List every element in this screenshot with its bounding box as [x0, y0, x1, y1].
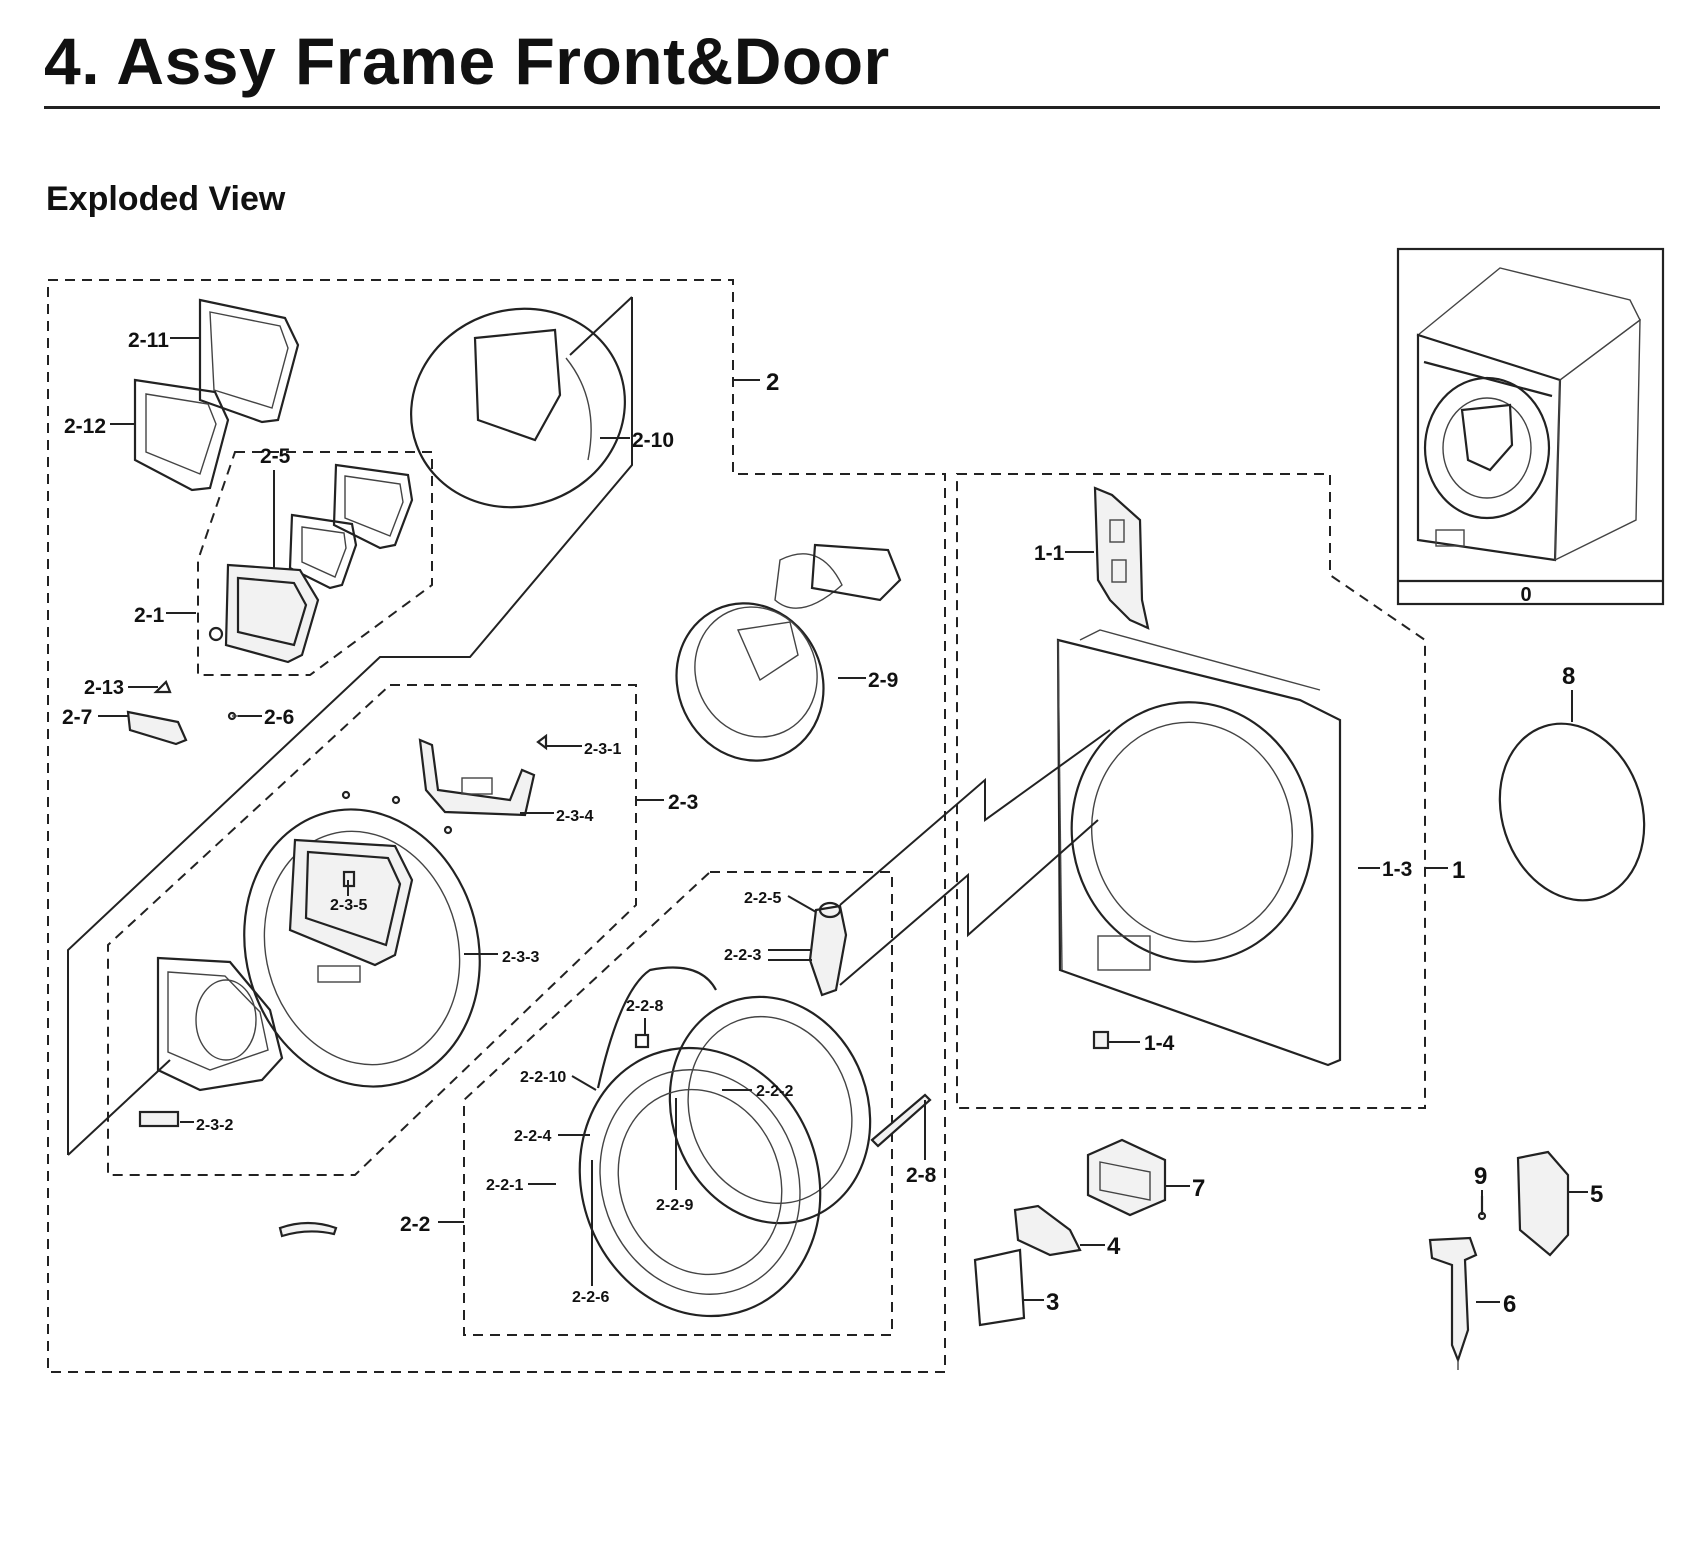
label-2-2-10: 2-2-10 — [520, 1069, 566, 1086]
part-2-3-3-door-inner — [243, 808, 481, 1088]
label-2-3-4: 2-3-4 — [556, 808, 593, 825]
label-2-2-5: 2-2-5 — [744, 890, 781, 907]
part-9-screw — [1477, 1196, 1487, 1221]
inset-caption: 0 — [1520, 584, 1531, 606]
part-2-3-2-door-liner — [138, 956, 284, 1128]
part-2-2-door-frame — [578, 995, 872, 1318]
part-2-5-seals — [288, 463, 414, 590]
part-2-12-glass-trim — [133, 378, 230, 492]
label-2-9: 2-9 — [868, 669, 898, 692]
label-2-2-8: 2-2-8 — [626, 998, 663, 1015]
title-underline — [44, 106, 1660, 109]
product-inset: 0 — [1396, 247, 1665, 606]
section-subtitle: Exploded View — [46, 180, 286, 218]
part-1-4-clip — [1092, 1030, 1110, 1050]
part-2-3-4-bracket — [418, 738, 536, 817]
group-2-boundary — [47, 279, 946, 1373]
hinge-guide-lower — [839, 819, 1099, 986]
part-5-housing — [1516, 1150, 1570, 1257]
label-2-2: 2-2 — [400, 1213, 430, 1236]
label-2-1: 2-1 — [134, 604, 165, 627]
label-6: 6 — [1503, 1291, 1516, 1318]
group-2-2-boundary — [463, 871, 893, 1336]
part-2-1-inner-frame — [208, 563, 320, 664]
label-2-2-4: 2-2-4 — [514, 1128, 551, 1145]
group-1-boundary — [956, 473, 1426, 1109]
label-4: 4 — [1107, 1233, 1121, 1260]
part-2-2-8-wire — [596, 966, 717, 1089]
label-1-1: 1-1 — [1034, 542, 1065, 565]
label-2-2-6: 2-2-6 — [572, 1289, 609, 1306]
part-8-gasket — [1498, 722, 1646, 902]
label-2-2-3: 2-2-3 — [724, 947, 761, 964]
screw-dot-a — [341, 790, 351, 800]
part-3-cover — [973, 1248, 1026, 1327]
part-2-8-rod — [870, 1093, 932, 1148]
door-assembly-guide-line-c — [67, 1059, 171, 1156]
label-2-11: 2-11 — [128, 329, 169, 352]
label-2-12: 2-12 — [64, 415, 106, 438]
label-2-6: 2-6 — [264, 706, 294, 729]
label-2-13: 2-13 — [84, 677, 124, 699]
part-2-11-glass-trim — [198, 298, 300, 424]
part-2-10-door-glass — [410, 307, 626, 509]
part-2-7-handle — [126, 710, 188, 746]
door-assembly-guide-line-b — [569, 296, 633, 356]
label-5: 5 — [1590, 1181, 1603, 1208]
label-2-2-2: 2-2-2 — [756, 1083, 793, 1100]
part-2-13-screw — [153, 680, 172, 694]
screw-dot-c — [443, 825, 453, 835]
inset-frame — [1396, 247, 1665, 606]
label-9: 9 — [1474, 1163, 1487, 1190]
part-4-bracket — [1013, 1204, 1082, 1257]
label-8: 8 — [1562, 663, 1575, 690]
screw-dot-b — [391, 795, 401, 805]
label-2-8: 2-8 — [906, 1164, 937, 1187]
label-3: 3 — [1046, 1289, 1059, 1316]
label-2: 2 — [766, 369, 779, 396]
label-1: 1 — [1452, 857, 1465, 884]
door-assembly-guide-line-a — [67, 297, 633, 1155]
label-7: 7 — [1192, 1175, 1205, 1202]
label-2-5: 2-5 — [260, 445, 291, 468]
label-2-2-1: 2-2-1 — [486, 1177, 523, 1194]
part-2-9-door-ring — [675, 543, 902, 762]
hinge-cover-piece — [278, 1221, 338, 1238]
label-2-3-5: 2-3-5 — [330, 897, 367, 914]
label-1-3: 1-3 — [1382, 858, 1412, 881]
label-2-3: 2-3 — [668, 791, 698, 814]
label-2-3-1: 2-3-1 — [584, 741, 621, 758]
part-7-housing — [1086, 1138, 1167, 1217]
part-1-1-bracket — [1093, 486, 1150, 630]
label-1-4: 1-4 — [1144, 1032, 1175, 1055]
part-6-lever — [1428, 1236, 1478, 1370]
group-2-5-boundary — [197, 451, 433, 676]
label-2-2-9: 2-2-9 — [656, 1197, 693, 1214]
dryer-thumbnail — [1416, 267, 1641, 562]
part-1-3-front-frame — [1056, 629, 1342, 1067]
label-2-10: 2-10 — [632, 429, 674, 452]
leader-lines — [98, 337, 1588, 1303]
label-2-3-2: 2-3-2 — [196, 1117, 233, 1134]
part-2-2-3-hinge — [808, 901, 848, 997]
page-title: 4. Assy Frame Front&Door — [44, 24, 890, 98]
label-2-7: 2-7 — [62, 706, 92, 729]
label-2-3-3: 2-3-3 — [502, 949, 539, 966]
part-2-3-1-screw — [536, 733, 548, 751]
group-2-3-boundary — [107, 684, 637, 1176]
hinge-guide-upper — [839, 729, 1111, 906]
